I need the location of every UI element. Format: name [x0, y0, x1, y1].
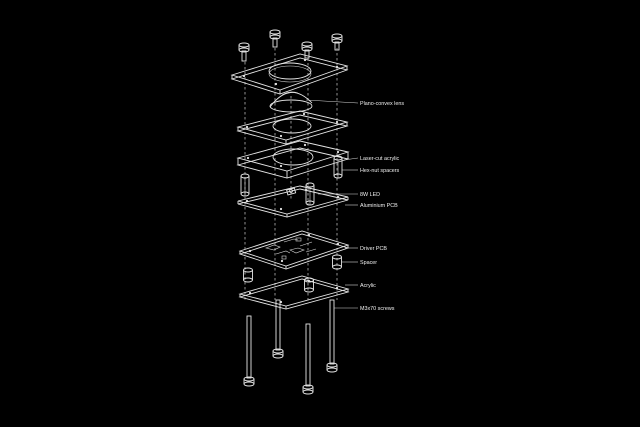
- pcb-traces: [264, 237, 317, 260]
- screw-4: [326, 299, 338, 373]
- driver-pcb: [238, 230, 350, 270]
- screw-head-3: [301, 41, 313, 59]
- m3x70-screws: [243, 299, 338, 395]
- spacers: [243, 254, 342, 293]
- top-plate: [230, 53, 349, 95]
- hex-nut-spacers: [240, 155, 343, 206]
- screw-head-2: [269, 29, 281, 48]
- acrylic-plate-bottom: [238, 275, 350, 310]
- screw-head-1: [238, 42, 250, 62]
- acrylic-plate-laser-cut: [236, 140, 350, 179]
- label-spacer: Spacer: [360, 260, 377, 266]
- label-m3x70-screws: M3x70 screws: [360, 306, 395, 312]
- screw-head-4: [331, 33, 343, 51]
- hex-spacer-left: [240, 173, 250, 197]
- label-hex-nut-spacers: Hex-nut spacers: [360, 168, 400, 174]
- label-plano-convex-lens: Plano-convex lens: [360, 101, 404, 107]
- spacer-left: [243, 267, 253, 283]
- acrylic-plate-middle: [236, 110, 349, 145]
- screw-3: [302, 323, 314, 395]
- label-acrylic: Acrylic: [360, 283, 376, 289]
- top-screw-heads: [238, 29, 343, 62]
- spacer-right: [332, 254, 342, 270]
- labels: Plano-convex lens Laser-cut acrylic Hex-…: [360, 101, 404, 312]
- hex-spacer-right: [333, 155, 343, 179]
- plano-convex-lens: [269, 91, 313, 113]
- leader-lines: [305, 99, 359, 309]
- label-8w-led: 8W LED: [360, 192, 380, 198]
- label-driver-pcb: Driver PCB: [360, 246, 387, 252]
- screw-2: [272, 299, 284, 359]
- label-aluminium-pcb: Aluminium PCB: [360, 203, 398, 209]
- screw-1: [243, 315, 255, 387]
- aluminium-pcb: [237, 185, 349, 218]
- label-laser-cut-acrylic: Laser-cut acrylic: [360, 156, 400, 162]
- hex-spacer-mid: [305, 182, 315, 206]
